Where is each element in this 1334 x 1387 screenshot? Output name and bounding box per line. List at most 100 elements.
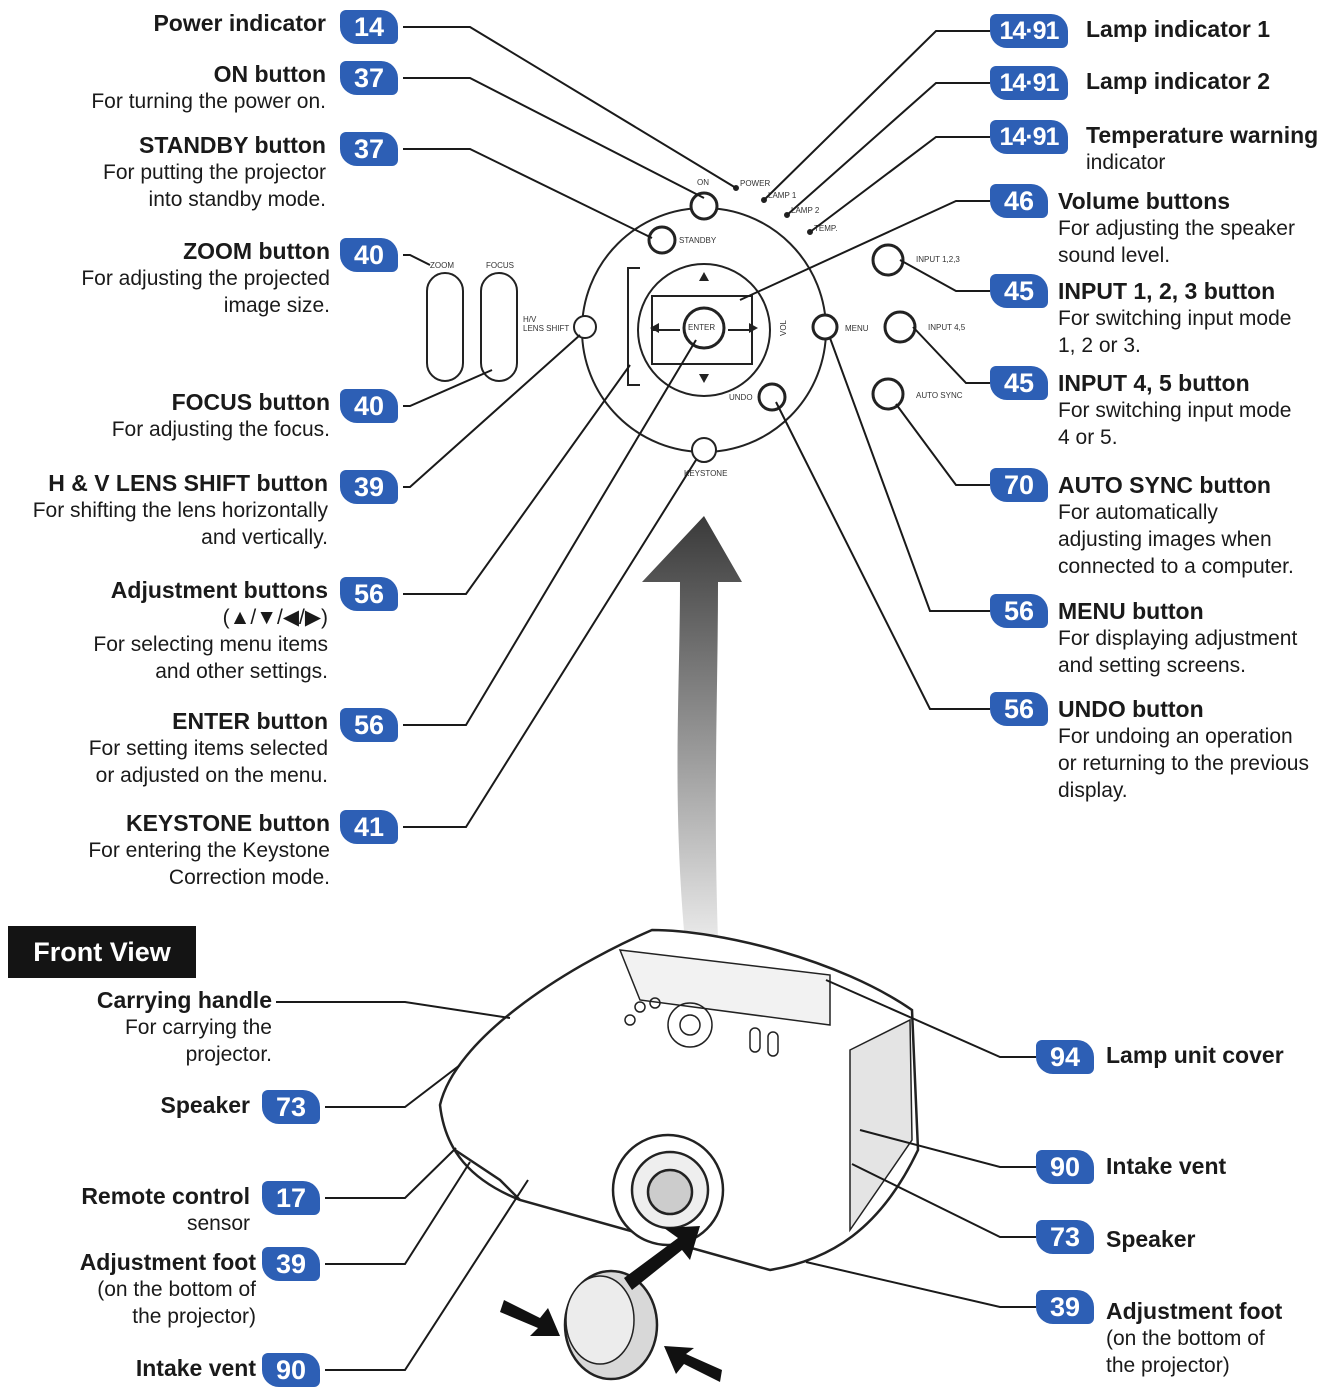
adjustment-foot-bottom-right-title: Adjustment foot: [1106, 1298, 1283, 1324]
panel-focus-text: FOCUS: [486, 261, 514, 270]
input-4-5-button-top-right-leader-line: [912, 326, 990, 384]
keystone-button-top-left-title: KEYSTONE button: [125, 810, 330, 836]
big-up-arrow: [642, 516, 742, 990]
remote-control-bottom-left-title: Remote control: [81, 1183, 250, 1209]
input-4-5-button-top-right-page-badge: 45: [990, 366, 1048, 400]
lamp-unit-cover-bottom-right-page-badge: 94: [1036, 1040, 1094, 1074]
enter-button-top-left-page-badge: 56: [340, 708, 398, 742]
projector-black-arrows: [500, 1226, 722, 1382]
input-1-2-3-button-top-right-leader-line: [899, 259, 990, 292]
carrying-handle-bottom-left-desc: For carrying the: [124, 1016, 272, 1039]
speaker-bottom-left-leader-line: [325, 1064, 461, 1108]
speaker-bottom-right-page-badge: 73: [1036, 1220, 1094, 1254]
lamp-indicator-1-top-right-page-badge: 14·91: [990, 14, 1068, 48]
panel-keystone-text: KEYSTONE: [684, 469, 727, 478]
intake-vent-bottom-right-label: Intake vent: [1106, 1153, 1226, 1180]
standby-button-top-left-desc: into standby mode.: [148, 188, 326, 211]
panel-undo-text: UNDO: [729, 393, 753, 402]
input-1-2-3-button-top-right-page-badge: 45: [990, 274, 1048, 308]
panel-zoom-text: ZOOM: [430, 261, 454, 270]
enter-button-top-left-desc: For setting items selected: [88, 737, 328, 760]
h-v-lens-shift-button-top-left-page-badge: 39: [340, 470, 398, 504]
power-indicator-top-left-title: Power indicator: [153, 10, 326, 36]
adjustment-foot-bottom-right-desc: (on the bottom of: [1106, 1327, 1265, 1350]
carrying-handle-bottom-left-desc: projector.: [185, 1043, 272, 1066]
auto-sync-button-top-right-page-badge: 70: [990, 468, 1048, 502]
keystone-button-top-left-leader-line: [403, 459, 697, 828]
carrying-handle-bottom-left-title: Carrying handle: [96, 987, 272, 1013]
zoom-button-top-left-title: ZOOM button: [183, 238, 330, 264]
panel-autosync-text: AUTO SYNC: [916, 391, 963, 400]
panel-power-text: POWER: [740, 179, 770, 188]
lamp-indicator-2-top-right-leader-line: [786, 82, 990, 216]
adjustment-foot-bottom-right-leader-line: [805, 1261, 1036, 1308]
zoom-button-top-left-desc: image size.: [223, 294, 330, 317]
standby-button-top-left-leader-line: [403, 148, 653, 239]
adjustment-buttons-top-left-desc: and other settings.: [155, 660, 328, 683]
volume-buttons-top-right-title: Volume buttons: [1058, 188, 1231, 214]
panel-lens-shift-text: LENS SHIFT: [523, 324, 569, 333]
speaker-bottom-right-leader-line: [851, 1163, 1036, 1238]
adjustment-buttons-top-left-desc: (▲/▼/◀/▶): [222, 606, 328, 629]
panel-menu-text: MENU: [845, 324, 869, 333]
zoom-button-top-left-desc: For adjusting the projected: [81, 267, 330, 290]
h-v-lens-shift-button-top-left-desc: For shifting the lens horizontally: [32, 499, 328, 522]
adjustment-buttons-top-left-title: Adjustment buttons: [110, 577, 328, 603]
temperature-warning-top-right-desc: indicator: [1086, 151, 1166, 174]
panel-lamp1-text: LAMP 1: [768, 191, 797, 200]
panel-arrows: [650, 272, 758, 383]
adjustment-foot-bottom-left-page-badge: 39: [262, 1247, 320, 1281]
panel-lamp2-text: LAMP 2: [791, 206, 820, 215]
volume-buttons-top-right-page-badge: 46: [990, 184, 1048, 218]
intake-vent-bottom-right-title: Intake vent: [1106, 1153, 1227, 1179]
speaker-bottom-right-title: Speaker: [1106, 1226, 1196, 1252]
panel-vol-text: VOL: [779, 319, 788, 336]
lamp-unit-cover-bottom-right-label: Lamp unit cover: [1106, 1042, 1284, 1069]
h-v-lens-shift-button-top-left-title: H & V LENS SHIFT button: [48, 470, 328, 496]
input-1-2-3-button-top-right-desc: 1, 2 or 3.: [1058, 334, 1141, 357]
input-4-5-button-top-right-desc: 4 or 5.: [1058, 426, 1118, 449]
panel-enter-text: ENTER: [688, 323, 715, 332]
adjustment-buttons-top-left-label: Adjustment buttons(▲/▼/◀/▶)For selecting…: [93, 577, 328, 685]
control-panel: [426, 185, 917, 463]
lamp-indicator-2-top-right-title: Lamp indicator 2: [1086, 68, 1271, 94]
undo-button-top-right-leader-line: [775, 401, 990, 710]
menu-button-top-right-desc: For displaying adjustment: [1058, 627, 1298, 650]
adjustment-foot-bottom-left-desc: (on the bottom of: [97, 1278, 256, 1301]
intake-vent-bottom-left-title: Intake vent: [135, 1355, 256, 1381]
enter-button-top-left-title: ENTER button: [172, 708, 328, 734]
remote-control-bottom-left-page-badge: 17: [262, 1181, 320, 1215]
menu-button-top-right-leader-line: [829, 337, 990, 612]
enter-button-top-left-leader-line: [403, 339, 697, 726]
on-button-top-left-leader-line: [403, 77, 705, 199]
adjustment-buttons-top-left-leader-line: [403, 364, 631, 595]
adjustment-foot-bottom-left-title: Adjustment foot: [79, 1249, 256, 1275]
speaker-bottom-left-label: Speaker: [160, 1092, 250, 1119]
lamp-unit-cover-bottom-right-leader-line: [825, 979, 1036, 1058]
undo-button-top-right-page-badge: 56: [990, 692, 1048, 726]
input-1-2-3-button-top-right-title: INPUT 1, 2, 3 button: [1058, 278, 1276, 304]
menu-button-top-right-desc: and setting screens.: [1058, 654, 1246, 677]
focus-button-top-left-desc: For adjusting the focus.: [111, 418, 330, 441]
focus-button-top-left-title: FOCUS button: [171, 389, 330, 415]
temperature-warning-top-right-title: Temperature warning: [1086, 122, 1319, 148]
on-button-top-left-page-badge: 37: [340, 61, 398, 95]
adjustment-foot-bottom-right-page-badge: 39: [1036, 1290, 1094, 1324]
zoom-button-top-left-page-badge: 40: [340, 238, 398, 272]
keystone-button-top-left-page-badge: 41: [340, 810, 398, 844]
volume-buttons-top-right-desc: For adjusting the speaker: [1058, 217, 1295, 240]
auto-sync-button-top-right-desc: adjusting images when: [1058, 528, 1272, 551]
intake-vent-bottom-right-page-badge: 90: [1036, 1150, 1094, 1184]
adjustment-foot-bottom-left-leader-line: [325, 1161, 471, 1265]
